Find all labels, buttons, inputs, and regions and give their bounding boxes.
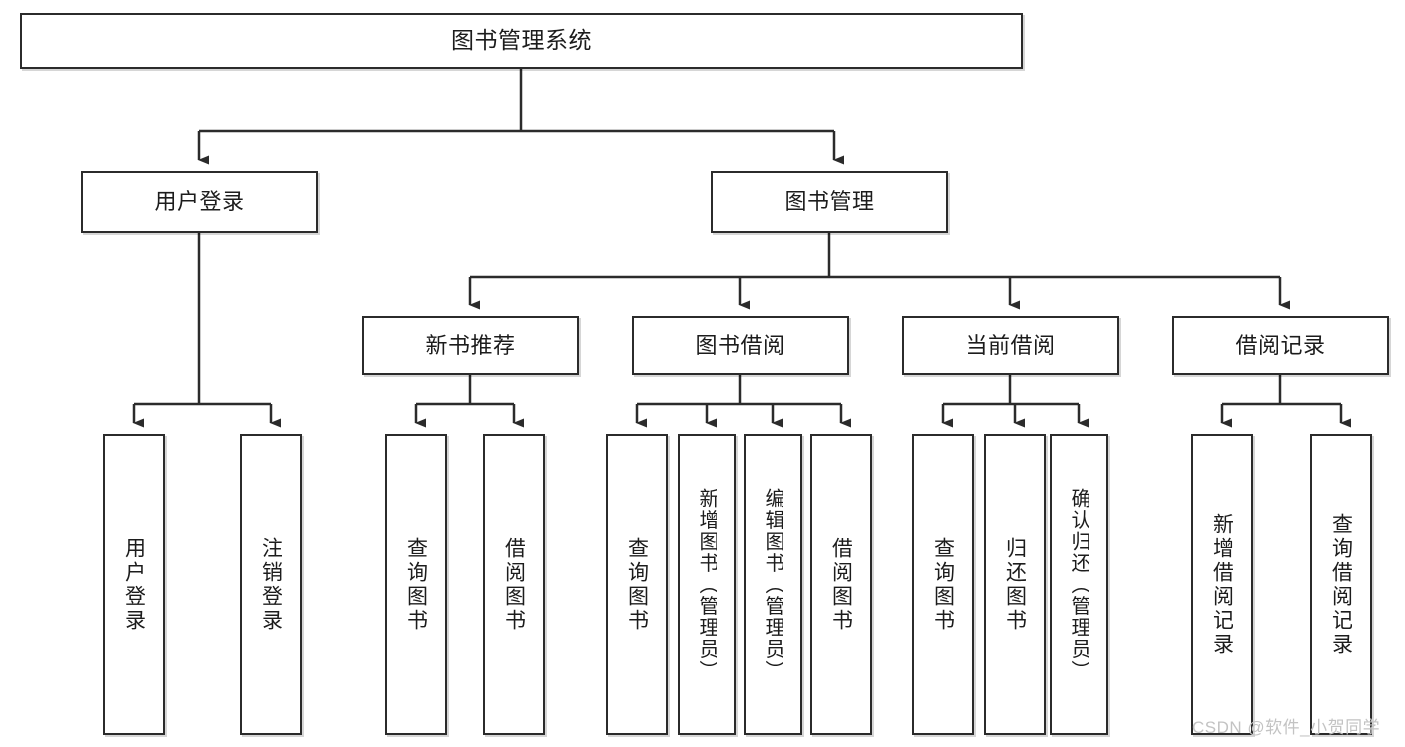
node-current-borrow[interactable]: 当前借阅 [902, 316, 1119, 375]
node-label: 查询图书 [932, 536, 954, 633]
node-user-login[interactable]: 用户登录 [81, 171, 318, 233]
leaf-query-book-cb[interactable]: 查询图书 [912, 434, 974, 735]
node-label: 确认归还（管理员） [1069, 487, 1089, 682]
node-label: 图书管理 [784, 189, 875, 215]
leaf-add-record[interactable]: 新增借阅记录 [1191, 434, 1253, 735]
leaf-confirm-return[interactable]: 确认归还（管理员） [1050, 434, 1108, 735]
leaf-query-book-rec[interactable]: 查询图书 [385, 434, 447, 735]
node-new-book-rec[interactable]: 新书推荐 [362, 316, 579, 375]
node-label: 用户登录 [123, 536, 145, 633]
node-label: 查询图书 [405, 536, 427, 633]
node-book-borrow[interactable]: 图书借阅 [632, 316, 849, 375]
node-label: 借阅图书 [830, 536, 852, 633]
node-label: 图书借阅 [695, 332, 786, 358]
node-label: 图书管理系统 [451, 27, 592, 54]
csdn-watermark: CSDN @软件_小贺同学 [1192, 718, 1381, 737]
node-book-manage[interactable]: 图书管理 [711, 171, 948, 233]
node-root[interactable]: 图书管理系统 [20, 13, 1023, 69]
leaf-edit-book[interactable]: 编辑图书（管理员） [744, 434, 802, 735]
leaf-borrow-book-rec[interactable]: 借阅图书 [483, 434, 545, 735]
leaf-add-book[interactable]: 新增图书（管理员） [678, 434, 736, 735]
node-label: 查询借阅记录 [1330, 512, 1352, 657]
leaf-user-login[interactable]: 用户登录 [103, 434, 165, 735]
node-label: 借阅记录 [1235, 332, 1326, 358]
node-label: 借阅图书 [503, 536, 525, 633]
node-label: 查询图书 [626, 536, 648, 633]
node-label: 归还图书 [1004, 536, 1026, 633]
node-label: 新增借阅记录 [1211, 512, 1233, 657]
node-label: 用户登录 [154, 189, 245, 215]
node-label: 当前借阅 [965, 332, 1056, 358]
leaf-logout[interactable]: 注销登录 [240, 434, 302, 735]
node-label: 编辑图书（管理员） [763, 487, 783, 682]
node-borrow-record[interactable]: 借阅记录 [1172, 316, 1389, 375]
leaf-query-book-bb[interactable]: 查询图书 [606, 434, 668, 735]
leaf-return-book[interactable]: 归还图书 [984, 434, 1046, 735]
node-label: 新书推荐 [425, 332, 516, 358]
node-label: 新增图书（管理员） [697, 487, 717, 682]
node-label: 注销登录 [260, 536, 282, 633]
leaf-borrow-book-bb[interactable]: 借阅图书 [810, 434, 872, 735]
leaf-query-record[interactable]: 查询借阅记录 [1310, 434, 1372, 735]
